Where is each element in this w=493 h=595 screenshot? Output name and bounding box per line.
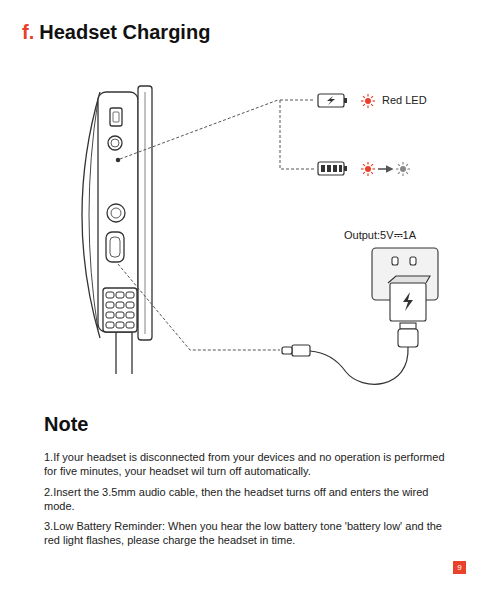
grip-ridge [106,292,114,298]
note-text: 1.If your headset is disconnected from y… [44,451,459,479]
section-letter: f. [22,20,34,45]
grip-ridge [126,292,134,298]
battery-full-icon [318,162,347,175]
grip-ridge [116,302,124,308]
leader-lines [118,100,314,350]
output-rating: Output:5V⎓1A [344,229,416,243]
grip-ridge [106,322,114,328]
led-light-icon [361,94,375,108]
headset-earcup [82,86,152,374]
led-label: Red LED [382,94,427,108]
led-light-icon [396,162,410,176]
grip-ridge [116,322,124,328]
page-number: 9 [457,564,461,572]
grip-ridge [126,302,134,308]
page-number-box: 9 [453,561,466,574]
grip-ridge [126,322,134,328]
led-icons [361,94,410,176]
note-heading: Note [44,412,88,437]
wall-charger [372,248,438,347]
grip-ridge [116,292,124,298]
section-title: Headset Charging [39,20,210,45]
state-arrow [378,168,392,170]
grip-ridge [126,312,134,318]
grip-ridge [106,312,114,318]
note-text: 3.Low Battery Reminder: When you hear th… [44,520,459,548]
battery-low-icon [318,94,347,107]
led-light-icon [361,162,375,176]
plug-grip-ridges [106,292,134,328]
grip-ridge [116,312,124,318]
note-text: 2.Insert the 3.5mm audio cable, then the… [44,486,459,514]
usb-c-cable [282,345,408,384]
grip-ridge [106,302,114,308]
